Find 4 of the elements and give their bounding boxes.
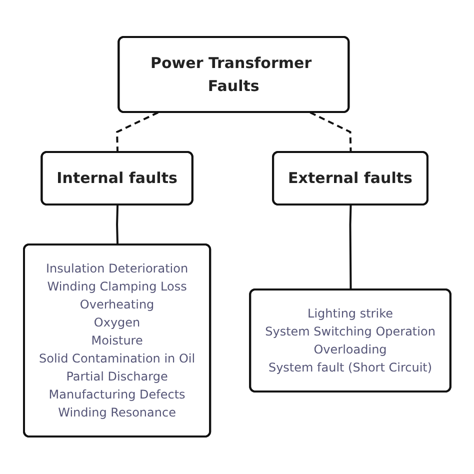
connector [310,112,352,153]
connector [116,205,118,246]
connector [116,112,158,153]
connector [349,205,352,290]
